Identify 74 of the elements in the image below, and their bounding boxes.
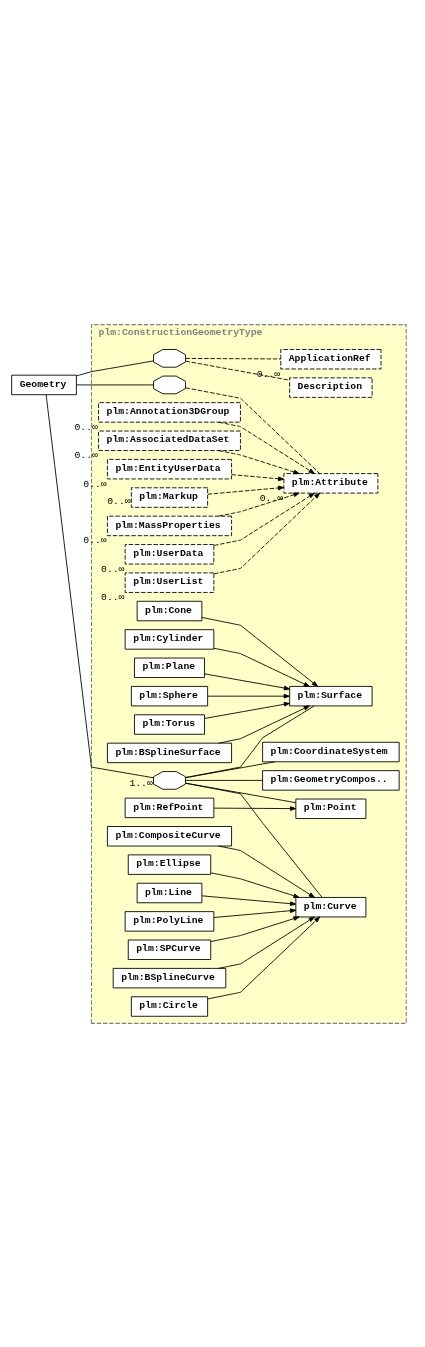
node-box: plm:UserList (124, 571, 215, 593)
connector (45, 393, 154, 778)
node-label: 0..∞ (74, 449, 98, 461)
node-box: plm:Surface (289, 685, 373, 706)
node-box: plm:UserData (124, 543, 215, 564)
arrow (201, 616, 318, 687)
arrow (204, 672, 291, 690)
node-box: plm:CoordinateSystem (262, 741, 400, 762)
arrow (213, 492, 315, 546)
node-box: plm:Attribute (283, 472, 379, 494)
node-octagon (153, 770, 186, 790)
arrow (207, 485, 285, 495)
node-box: plm:Markup (130, 486, 209, 508)
connector (185, 779, 263, 781)
arrow (218, 449, 300, 474)
node-box: ApplicationRef (280, 348, 382, 369)
node-label: 0..∞ (74, 421, 98, 433)
connector (185, 360, 291, 381)
node-box: plm:PolyLine (124, 910, 215, 932)
node-box: plm:BSplineSurface (107, 742, 232, 763)
arrow (204, 701, 291, 719)
node-box: plm:Torus (134, 713, 205, 735)
node-box: plm:Plane (134, 657, 205, 678)
node-box: plm:CompositeCurve (107, 825, 232, 846)
connector (185, 386, 321, 474)
arrow (218, 705, 310, 744)
node-box: plm:MassProperties (107, 515, 232, 536)
node-label: 0..∞ (101, 563, 125, 575)
node-label: 0..∞ (259, 492, 284, 504)
arrow (218, 845, 315, 898)
arrow (210, 871, 300, 898)
connector (185, 760, 276, 778)
arrow (213, 907, 297, 918)
node-box: plm:GeometryCompos.. (262, 769, 400, 791)
arrow (207, 916, 321, 999)
node-octagon (153, 375, 186, 394)
arrow (213, 647, 310, 687)
arrow (218, 421, 315, 474)
arrow (201, 894, 297, 906)
node-box: plm:Line (136, 882, 203, 903)
node-label: 0..∞ (83, 534, 107, 546)
node-box: plm:SPCurve (127, 939, 212, 960)
arrow (213, 492, 321, 574)
node-box: plm:Annotation3DGroup (98, 401, 241, 423)
arrow (218, 916, 315, 969)
node-box: Geometry (11, 374, 77, 395)
node-box: plm:Sphere (130, 685, 209, 706)
arrow (213, 805, 297, 811)
node-box: plm:BSplineCurve (112, 967, 227, 988)
node-box: plm:Circle (130, 995, 209, 1017)
node-label: 0..∞ (101, 591, 125, 603)
node-box: plm:Ellipse (127, 853, 212, 875)
node-label: 0..∞ (256, 368, 281, 380)
node-box: Description (289, 376, 373, 398)
node-label: 1..∞ (129, 777, 153, 789)
node-box: plm:EntityUserData (107, 458, 232, 479)
node-label: 0..∞ (83, 478, 107, 490)
connector (76, 360, 154, 376)
node-box: plm:Curve (295, 896, 367, 917)
node-box: plm:Cone (136, 600, 203, 621)
node-label: 0..∞ (107, 495, 131, 507)
arrow (210, 915, 300, 942)
node-box: plm:AssociatedDataSet (98, 430, 241, 451)
arrow (207, 693, 290, 698)
arrow (231, 473, 285, 481)
connector (185, 705, 315, 778)
arrow (218, 492, 300, 517)
node-octagon (153, 348, 186, 368)
node-box: plm:Cylinder (124, 628, 215, 650)
connector (76, 384, 154, 385)
node-box: plm:RefPoint (124, 797, 215, 818)
connector (185, 782, 323, 898)
connector (185, 357, 282, 359)
node-box: plm:Point (295, 798, 367, 819)
